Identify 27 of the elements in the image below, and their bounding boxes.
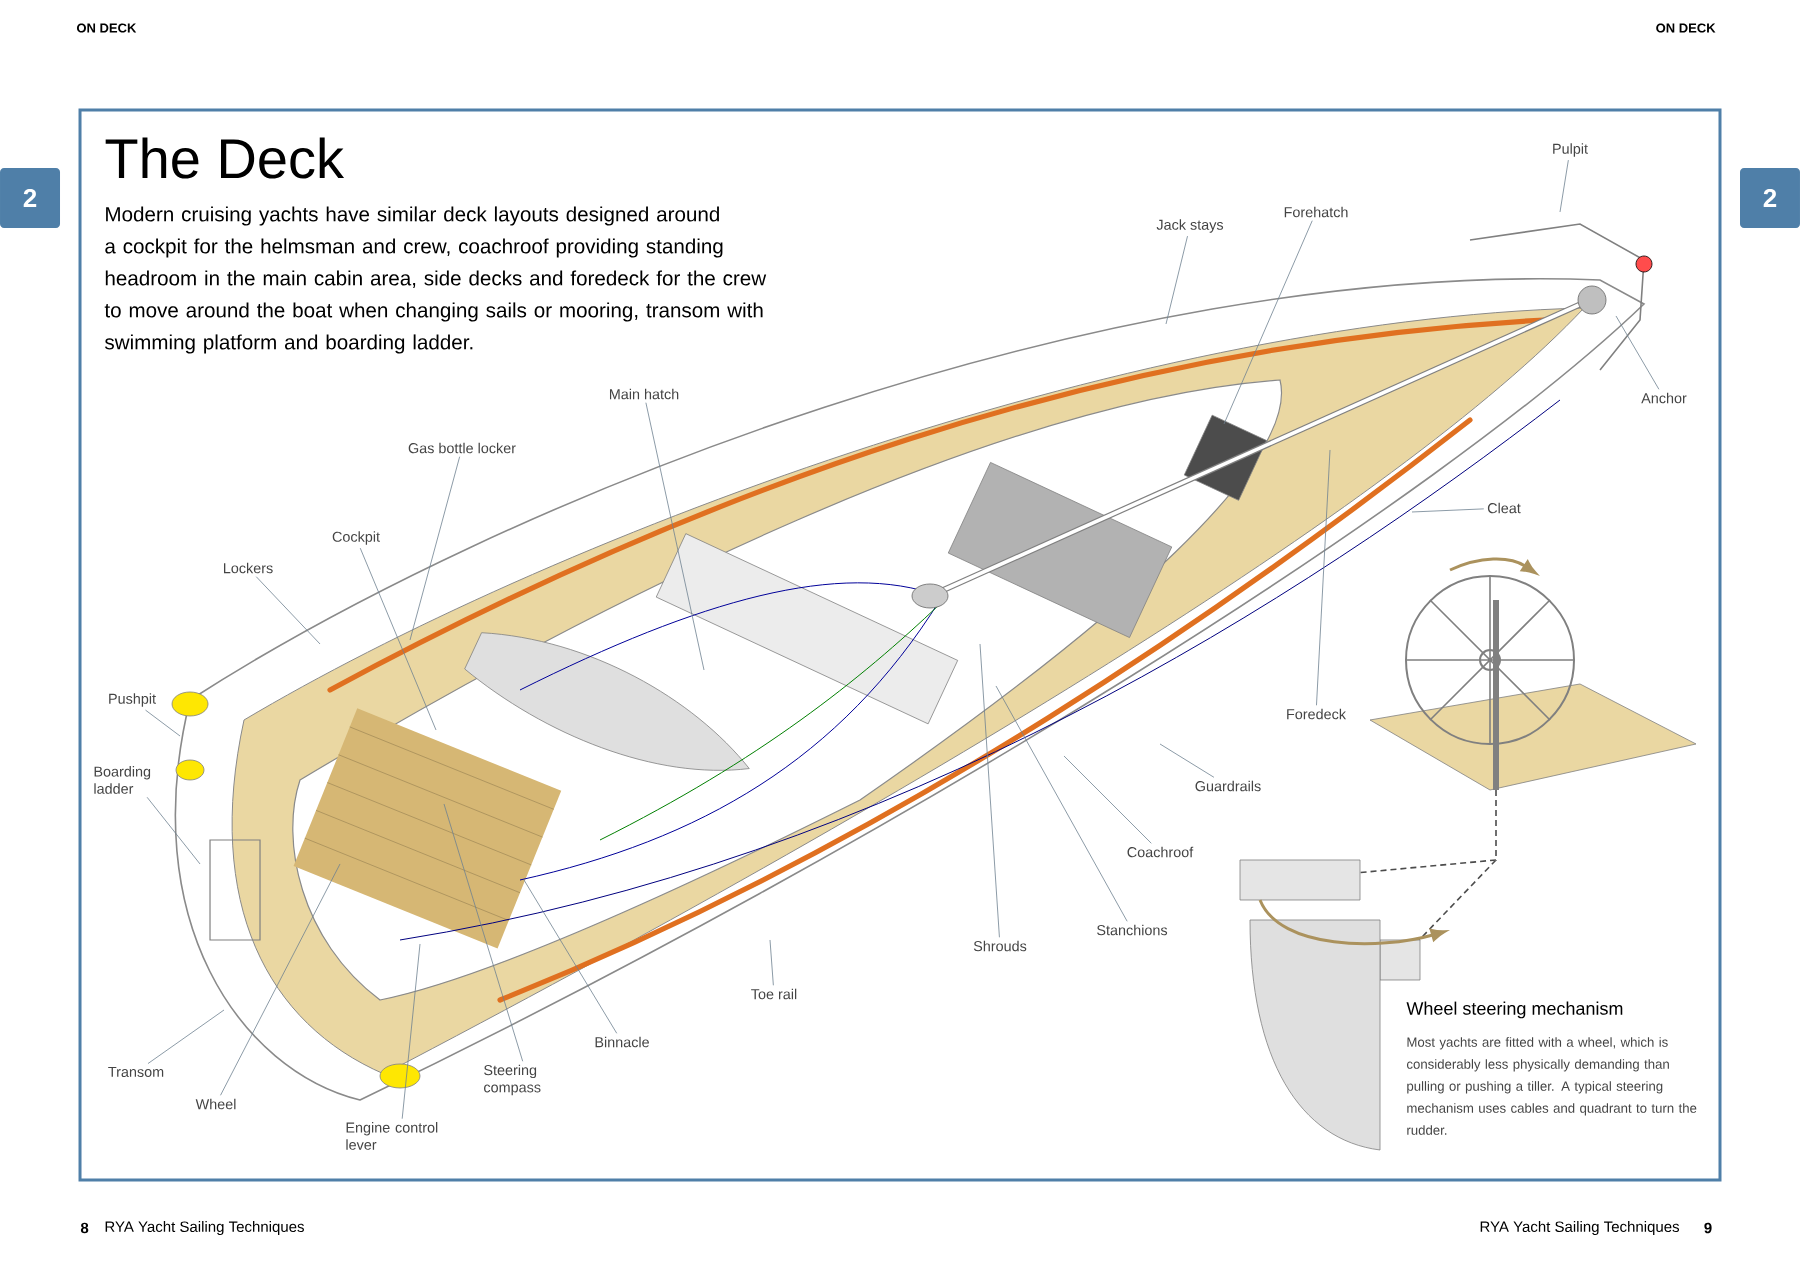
leader-line bbox=[995, 685, 1128, 922]
leader-line bbox=[1411, 508, 1485, 513]
leader-line bbox=[979, 643, 1000, 938]
leader-line bbox=[1223, 220, 1313, 425]
leader-line bbox=[1159, 743, 1215, 778]
leader-line bbox=[523, 879, 618, 1034]
section-tab: 2 bbox=[1740, 168, 1800, 228]
leader-line bbox=[1063, 755, 1152, 844]
leader-line bbox=[769, 939, 774, 986]
leader-line bbox=[1316, 449, 1331, 706]
leader-line bbox=[401, 943, 421, 1120]
leader-line bbox=[255, 576, 321, 645]
leader-line bbox=[443, 803, 524, 1062]
leader-line bbox=[1615, 315, 1660, 390]
section-heading: Wheel steering mechanism bbox=[1406, 1001, 1623, 1019]
leader-line bbox=[220, 863, 341, 1096]
leader-line bbox=[1559, 159, 1569, 213]
leader-line bbox=[359, 547, 437, 731]
intro-paragraph: Modern cruising yachts have similar deck layouts designed around a cockpit for the helmsman and crew, coachroof providing standing headroom in the main cabin area, side decks and foredeck for the crew to move around the boat when changing sails or mooring, transom with swimming platform and boarding ladder. bbox=[104, 206, 767, 354]
leader-line bbox=[1165, 235, 1188, 325]
leader-line bbox=[409, 456, 461, 641]
page-title: The Deck bbox=[105, 137, 345, 179]
leader-line bbox=[146, 796, 201, 865]
section-tab: 2 bbox=[0, 168, 60, 228]
leader-line bbox=[147, 1009, 225, 1064]
leader-line bbox=[645, 402, 705, 671]
leader-line bbox=[145, 709, 181, 737]
